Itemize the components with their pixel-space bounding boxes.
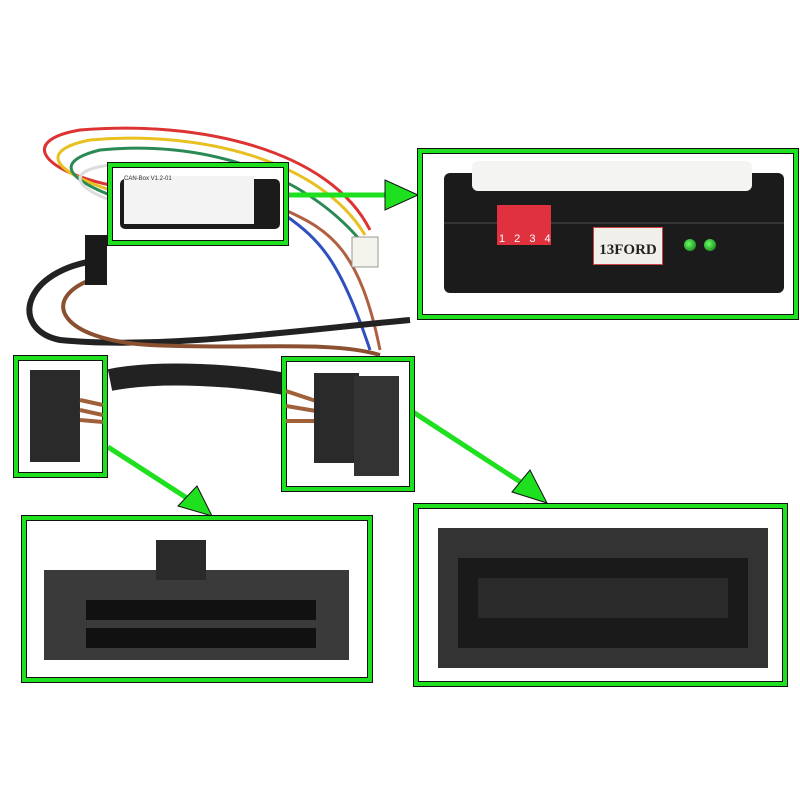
left-connector — [30, 370, 103, 462]
white-plug — [351, 236, 379, 268]
inline-connector — [85, 235, 107, 285]
callout-connector-face-b — [413, 503, 788, 687]
connector-face-b — [438, 528, 768, 668]
callout-arrows — [106, 179, 548, 517]
wire-bundle — [26, 126, 411, 396]
module-model-label: CAN-Box V1.2-01 — [124, 176, 172, 182]
module-sticker: CAN-Box V1.2-01 — [124, 176, 254, 224]
callout-connector-face-a — [21, 515, 373, 683]
status-led-2 — [704, 239, 716, 251]
dip-switch[interactable] — [497, 205, 551, 245]
middle-connector — [286, 373, 399, 476]
status-led-1 — [684, 239, 696, 251]
connector-face-a — [44, 540, 349, 660]
callout-middle-connector — [281, 356, 415, 492]
dip-switch-numbers: 1 2 3 4 — [499, 233, 554, 245]
callout-left-connector — [13, 355, 108, 478]
firmware-label: 13FORD — [593, 227, 663, 265]
